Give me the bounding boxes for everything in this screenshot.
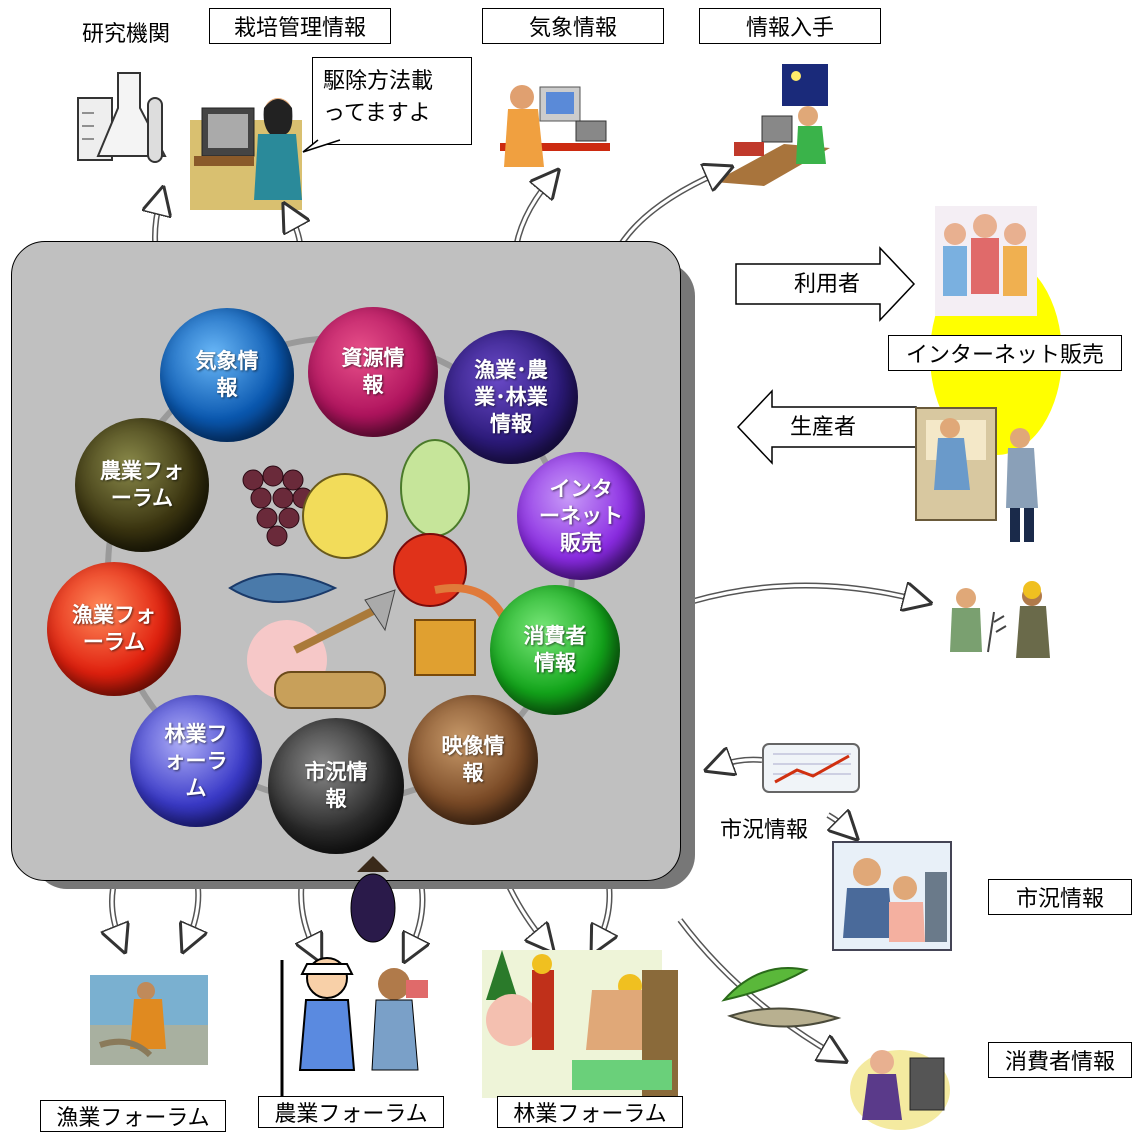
produce-illustration	[228, 439, 509, 709]
speech-bubble-text: 駆除方法載 ってますよ	[323, 69, 434, 126]
cultivation-info-box: 栽培管理情報	[209, 8, 391, 44]
producer-arrow	[736, 389, 917, 465]
orb-consumer-info[interactable]: 消費者 情報	[490, 585, 620, 715]
market-info-box: 市況情報	[988, 879, 1132, 915]
orb-forestry-forum[interactable]: 林業フ ォーラ ム	[130, 695, 262, 827]
orb-video-info[interactable]: 映像情 報	[408, 695, 538, 825]
speech-bubble: 駆除方法載 ってますよ	[312, 57, 472, 145]
eggplant-illustration	[350, 856, 396, 943]
research-label: 研究機関	[82, 22, 171, 47]
user-arrow	[735, 246, 916, 322]
computer-user-illustration	[190, 98, 302, 210]
forestry-forum-label: 林業フォーラム	[497, 1096, 683, 1128]
orb-market-info[interactable]: 市況情 報	[268, 718, 404, 854]
field-workers-illustration	[950, 581, 1050, 658]
consumer-operator-illustration	[850, 1050, 950, 1130]
orb-resource-info[interactable]: 資源情 報	[308, 307, 438, 437]
pea-fish-illustration	[721, 967, 842, 1028]
producer-arrow-label: 生産者	[790, 415, 857, 440]
lab-glassware-illustration	[77, 72, 167, 163]
producers-illustration	[915, 407, 1038, 542]
weather-operator-illustration	[500, 75, 610, 171]
internet-sales-box: インターネット販売	[888, 335, 1122, 371]
market-caption: 市況情報	[720, 818, 809, 843]
orb-fishery-forum[interactable]: 漁業フォ ーラム	[47, 562, 181, 696]
user-arrow-label: 利用者	[794, 272, 861, 297]
orb-internet-sales[interactable]: インタ ーネット 販売	[517, 452, 645, 580]
foresters-illustration	[482, 950, 678, 1098]
farmers-illustration	[280, 957, 428, 1096]
agriculture-forum-label: 農業フォーラム	[258, 1096, 444, 1128]
consumer-info-box: 消費者情報	[988, 1042, 1132, 1078]
obtain-info-box: 情報入手	[699, 8, 881, 44]
fishery-forum-label: 漁業フォーラム	[40, 1100, 226, 1132]
market-chart-illustration	[762, 743, 860, 793]
orb-fishery-agri-forest-info[interactable]: 漁業･農 業･林業 情報	[444, 330, 578, 464]
people-group-illustration	[935, 206, 1037, 316]
info-user-illustration	[714, 64, 830, 186]
office-workers-illustration	[832, 841, 952, 951]
orb-agri-forum[interactable]: 農業フォ ーラム	[75, 418, 209, 552]
fisher-illustration	[90, 975, 208, 1065]
orb-weather-info[interactable]: 気象情 報	[160, 308, 294, 442]
weather-info-box: 気象情報	[482, 8, 664, 44]
